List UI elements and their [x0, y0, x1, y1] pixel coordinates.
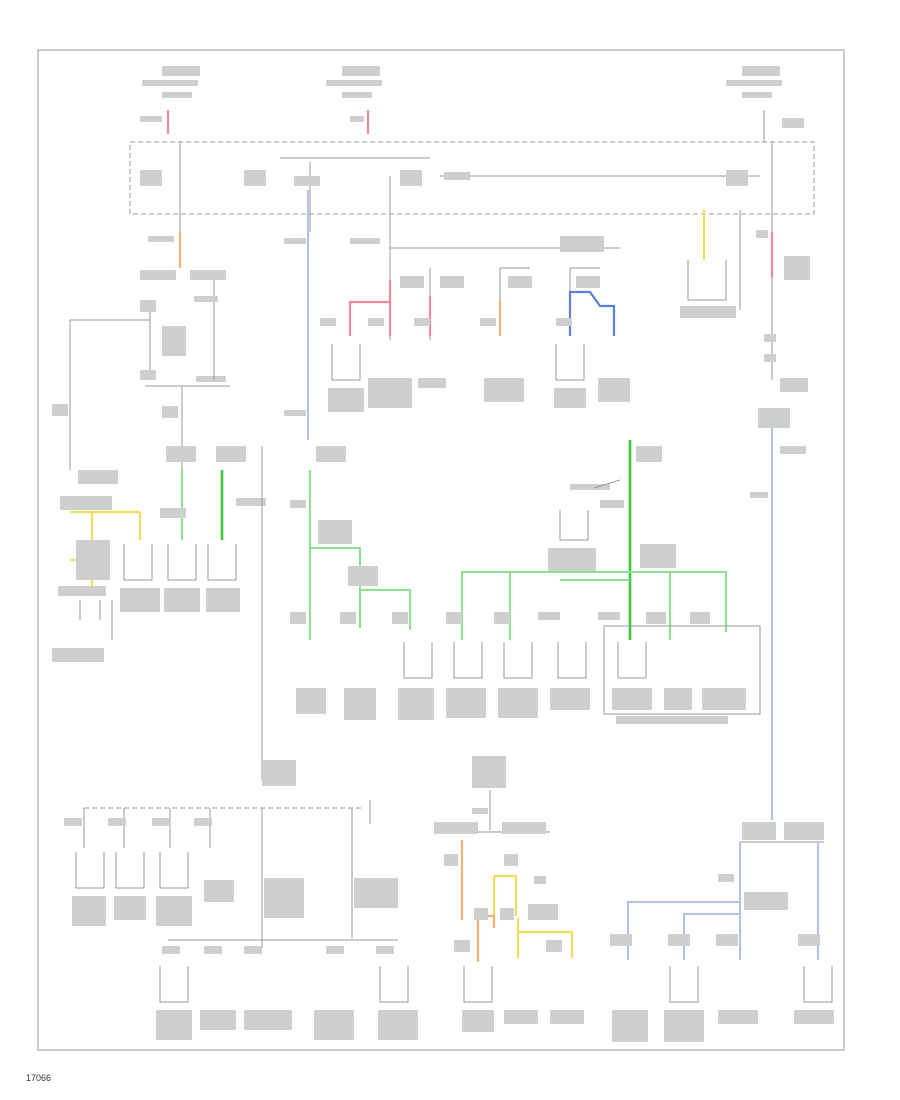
lower-left-distribution	[64, 760, 418, 1040]
top-source-block	[129, 66, 815, 232]
component-row-a	[120, 544, 240, 612]
center-blue-feed	[244, 190, 346, 780]
left-switch-group	[52, 446, 266, 662]
right-top-group	[680, 210, 810, 820]
lower-center-distribution	[434, 756, 584, 1032]
left-feed-section	[52, 232, 230, 470]
diagram-frame	[37, 49, 845, 1051]
green-distribution	[290, 440, 761, 724]
center-fuse-group	[320, 232, 630, 412]
figure-id: 17066	[26, 1073, 52, 1083]
lower-right-distribution	[610, 822, 834, 1042]
